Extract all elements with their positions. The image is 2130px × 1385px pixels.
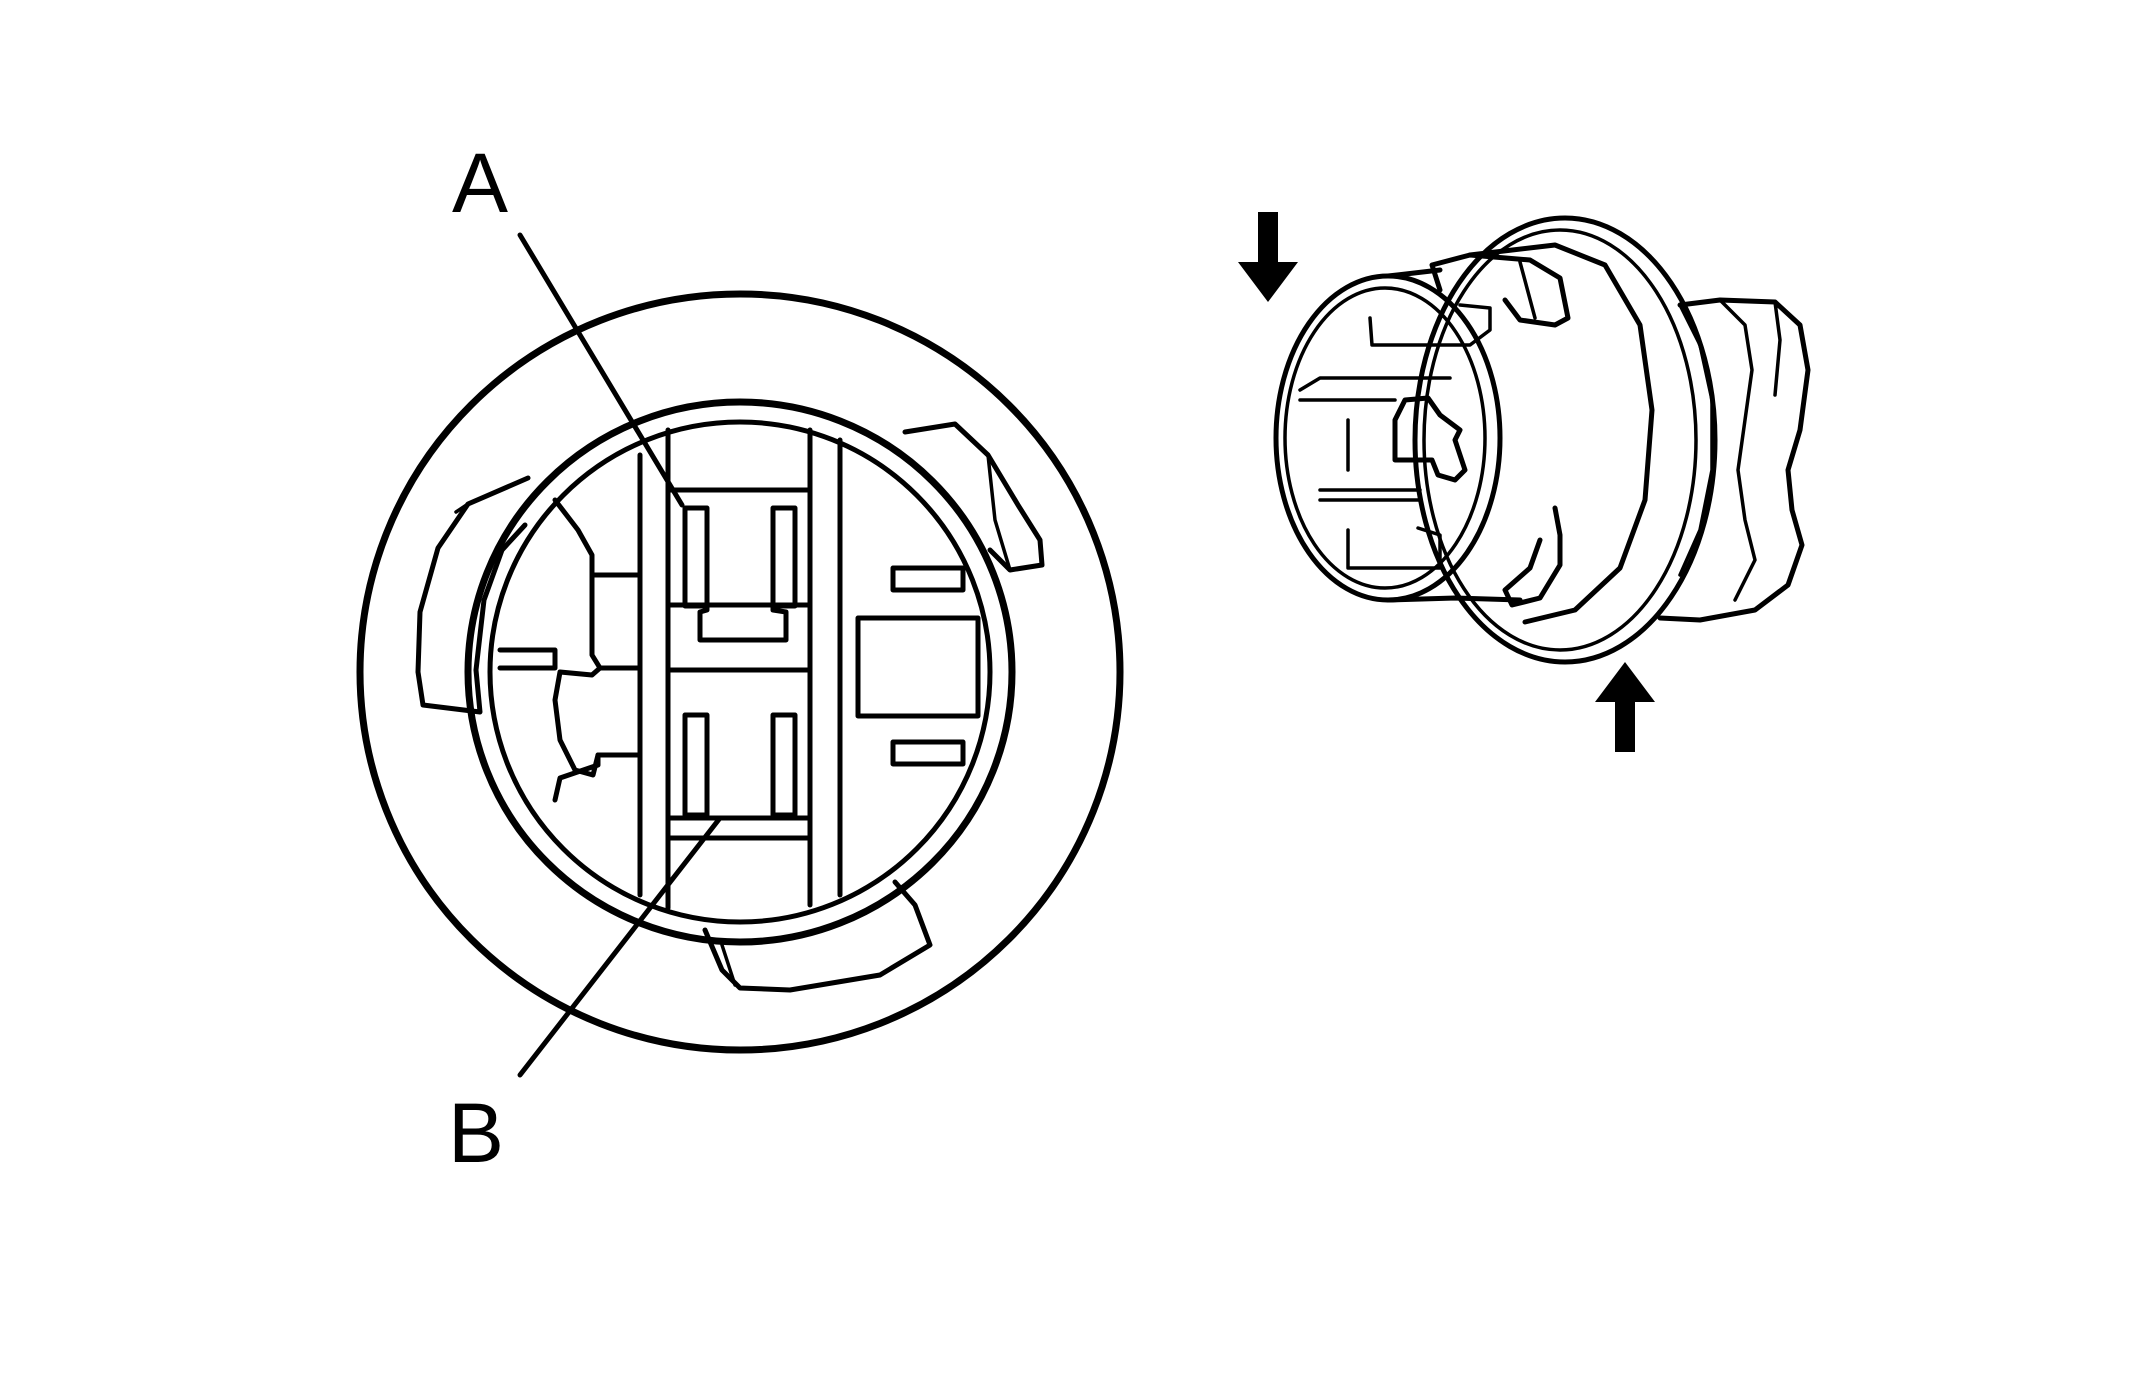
right-slot-top [890,565,966,593]
right-locking-lug [902,421,1045,573]
outer-housing-ring [356,290,1124,1054]
bottom-latch [1502,505,1563,608]
flange-outer [1412,215,1718,665]
callout-label-a: A [452,136,508,230]
callout-label-b: B [448,1086,504,1180]
left-key-block-upper [589,572,643,671]
inner-seal-ring-outer [464,398,1016,946]
inner-seal-ring-inner [487,419,993,925]
left-key-block [552,497,643,578]
terminal-cavity-b [665,712,813,841]
up-arrow-icon [1595,662,1655,752]
connector-perspective-view [1238,212,1811,752]
right-slot-middle [855,615,981,719]
bottom-locking-tab [702,879,933,993]
leader-line-a [517,232,685,508]
top-latch-edge [1518,260,1537,320]
top-latch [1429,252,1571,328]
internal-rib-top [1368,303,1492,347]
leader-line-b [517,815,723,1078]
rear-body-ridge [1718,298,1757,602]
terminal-a-base [697,582,789,643]
internal-latch-key [1392,395,1468,483]
bottom-locking-tab-edge [720,943,737,987]
terminal-b-inner [705,728,775,814]
left-key-foot [552,752,601,803]
connector-face-view: A B [356,136,1124,1180]
flange-inner [1422,228,1698,652]
internal-rib-mid [1318,488,1422,502]
main-body [1467,242,1655,625]
terminal-a-frame [665,487,813,608]
internal-rib-upper [1298,376,1452,392]
rear-body-ridge-2 [1773,300,1782,397]
down-arrow-icon [1238,212,1298,302]
terminal-cavity-a [665,487,813,673]
left-locking-lug-inner [454,502,470,514]
left-locking-lug [415,475,531,715]
right-locking-lug-edge [986,453,1012,572]
terminal-a-left-contact [682,505,710,609]
terminal-b-left-contact [682,712,710,818]
terminal-b-right-contact [770,712,798,818]
left-key-bar [497,647,558,671]
right-slot-bottom [890,739,966,767]
front-face-inner [1283,286,1487,590]
internal-rib-lower [1346,526,1442,570]
front-face-outer [1273,273,1503,603]
flange-rim [1678,303,1714,577]
front-face-shell [1385,267,1523,603]
terminal-a-right-contact [770,505,798,609]
